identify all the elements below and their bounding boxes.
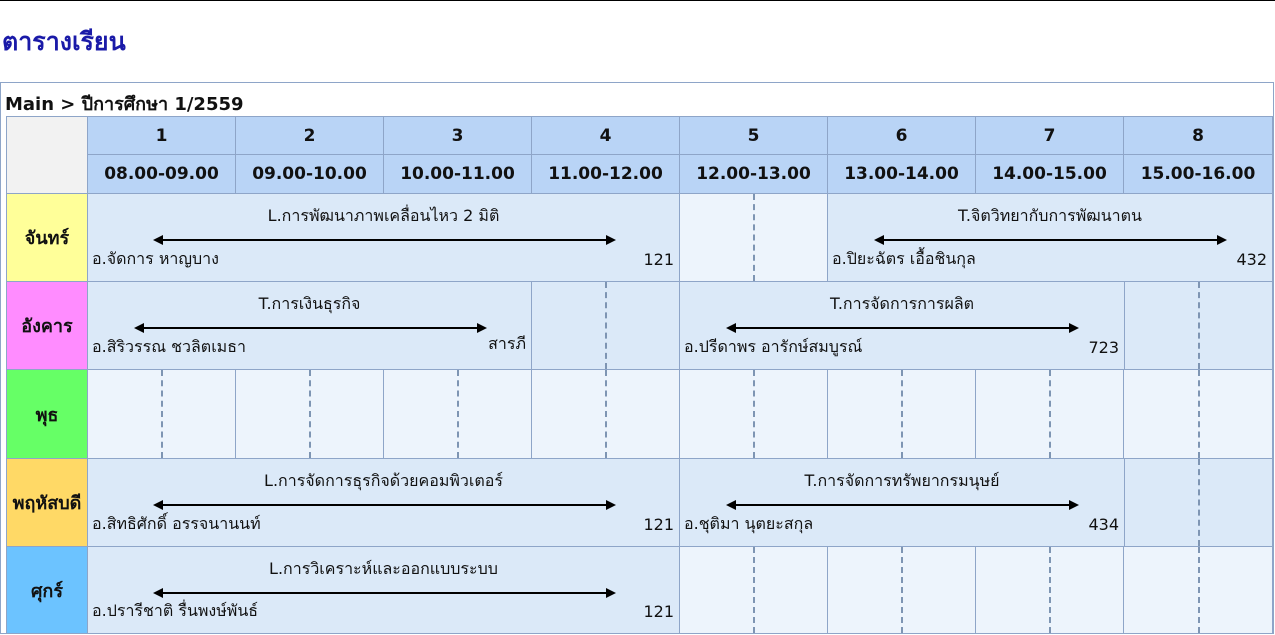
course-block[interactable]: T.การจัดการการผลิต อ.ปรีดาพร อารักษ์สมบู… bbox=[679, 281, 1125, 370]
period-time: 09.00-10.00 bbox=[235, 154, 384, 194]
empty-slot[interactable] bbox=[975, 546, 1124, 634]
duration-arrow bbox=[874, 235, 1227, 245]
page-title: ตารางเรียน bbox=[2, 27, 126, 56]
course-title: T.การจัดการการผลิต bbox=[829, 294, 975, 313]
day-tuesday: อังคาร bbox=[6, 281, 88, 370]
course-block[interactable]: L.การวิเคราะห์และออกแบบระบบ อ.ปรารีชาติ … bbox=[87, 546, 680, 634]
room-number: 121 bbox=[643, 515, 674, 534]
room-number: 121 bbox=[643, 250, 674, 269]
period-number: 8 bbox=[1123, 116, 1273, 155]
duration-arrow bbox=[153, 500, 616, 510]
empty-slot[interactable] bbox=[679, 193, 828, 282]
instructor-name: อ.จัดการ หาญบาง bbox=[92, 249, 219, 268]
duration-arrow bbox=[134, 323, 487, 333]
empty-slot[interactable] bbox=[827, 546, 976, 634]
period-time: 15.00-16.00 bbox=[1123, 154, 1273, 194]
room-number: 432 bbox=[1236, 250, 1267, 269]
empty-slot[interactable] bbox=[383, 369, 532, 459]
top-rule bbox=[0, 0, 1275, 1]
empty-slot[interactable] bbox=[87, 369, 236, 459]
course-title: T.จิตวิทยากับการพัฒนาตน bbox=[958, 206, 1142, 225]
period-time: 08.00-09.00 bbox=[87, 154, 236, 194]
course-title: L.การพัฒนาภาพเคลื่อนไหว 2 มิติ bbox=[267, 206, 500, 225]
empty-slot[interactable] bbox=[679, 369, 828, 459]
room-number: 121 bbox=[643, 602, 674, 621]
instructor-name: อ.ปรารีชาติ รื่นพงษ์พันธ์ bbox=[92, 601, 259, 620]
duration-arrow bbox=[726, 323, 1079, 333]
room-number: 723 bbox=[1088, 338, 1119, 357]
day-wednesday: พุธ bbox=[6, 369, 88, 459]
day-friday: ศุกร์ bbox=[6, 546, 88, 634]
empty-slot[interactable] bbox=[1124, 281, 1273, 370]
course-title: L.การจัดการธุรกิจด้วยคอมพิวเตอร์ bbox=[264, 471, 503, 490]
empty-slot[interactable] bbox=[827, 369, 976, 459]
instructor-name: อ.ปิยะฉัตร เอื้อชินกุล bbox=[832, 249, 976, 268]
period-number: 3 bbox=[383, 116, 532, 155]
duration-arrow bbox=[153, 588, 616, 598]
course-block[interactable]: T.การเงินธุรกิจ อ.สิริวรรณ ชวลิตเมธา สาร… bbox=[87, 281, 532, 370]
header-corner bbox=[6, 116, 88, 194]
instructor-name: อ.ชุติมา นุตยะสกุล bbox=[684, 514, 814, 533]
day-thursday: พฤหัสบดี bbox=[6, 458, 88, 547]
course-block[interactable]: L.การจัดการธุรกิจด้วยคอมพิวเตอร์ อ.สิทธิ… bbox=[87, 458, 680, 547]
duration-arrow bbox=[726, 500, 1079, 510]
period-time: 10.00-11.00 bbox=[383, 154, 532, 194]
period-time: 11.00-12.00 bbox=[531, 154, 680, 194]
period-time: 13.00-14.00 bbox=[827, 154, 976, 194]
period-number: 5 bbox=[679, 116, 828, 155]
period-number: 4 bbox=[531, 116, 680, 155]
course-block[interactable]: T.การจัดการทรัพยากรมนุษย์ อ.ชุติมา นุตยะ… bbox=[679, 458, 1125, 547]
room-number: 434 bbox=[1088, 515, 1119, 534]
course-title: T.การเงินธุรกิจ bbox=[258, 294, 361, 313]
instructor-name: อ.ปรีดาพร อารักษ์สมบูรณ์ bbox=[684, 337, 863, 356]
period-time: 14.00-15.00 bbox=[975, 154, 1124, 194]
period-number: 2 bbox=[235, 116, 384, 155]
empty-slot[interactable] bbox=[1123, 369, 1273, 459]
instructor-name: อ.สิทธิศักดิ์ อรรจนานนท์ bbox=[92, 514, 261, 533]
empty-slot[interactable] bbox=[1124, 458, 1273, 547]
course-block[interactable]: L.การพัฒนาภาพเคลื่อนไหว 2 มิติ อ.จัดการ … bbox=[87, 193, 680, 282]
course-title: T.การจัดการทรัพยากรมนุษย์ bbox=[804, 471, 1000, 490]
period-number: 7 bbox=[975, 116, 1124, 155]
course-title: L.การวิเคราะห์และออกแบบระบบ bbox=[269, 559, 498, 578]
empty-slot[interactable] bbox=[531, 369, 680, 459]
period-time: 12.00-13.00 bbox=[679, 154, 828, 194]
instructor-name: อ.สิริวรรณ ชวลิตเมธา bbox=[92, 337, 246, 356]
period-number: 1 bbox=[87, 116, 236, 155]
period-number: 6 bbox=[827, 116, 976, 155]
empty-slot[interactable] bbox=[1123, 546, 1273, 634]
duration-arrow bbox=[153, 235, 616, 245]
empty-slot[interactable] bbox=[975, 369, 1124, 459]
empty-slot[interactable] bbox=[235, 369, 384, 459]
empty-slot[interactable] bbox=[531, 281, 680, 370]
course-block[interactable]: T.จิตวิทยากับการพัฒนาตน อ.ปิยะฉัตร เอื้อ… bbox=[827, 193, 1273, 282]
day-monday: จันทร์ bbox=[6, 193, 88, 282]
room-number: สารภี bbox=[488, 334, 526, 353]
empty-slot[interactable] bbox=[679, 546, 828, 634]
breadcrumb[interactable]: Main > ปีการศึกษา 1/2559 bbox=[5, 94, 244, 115]
